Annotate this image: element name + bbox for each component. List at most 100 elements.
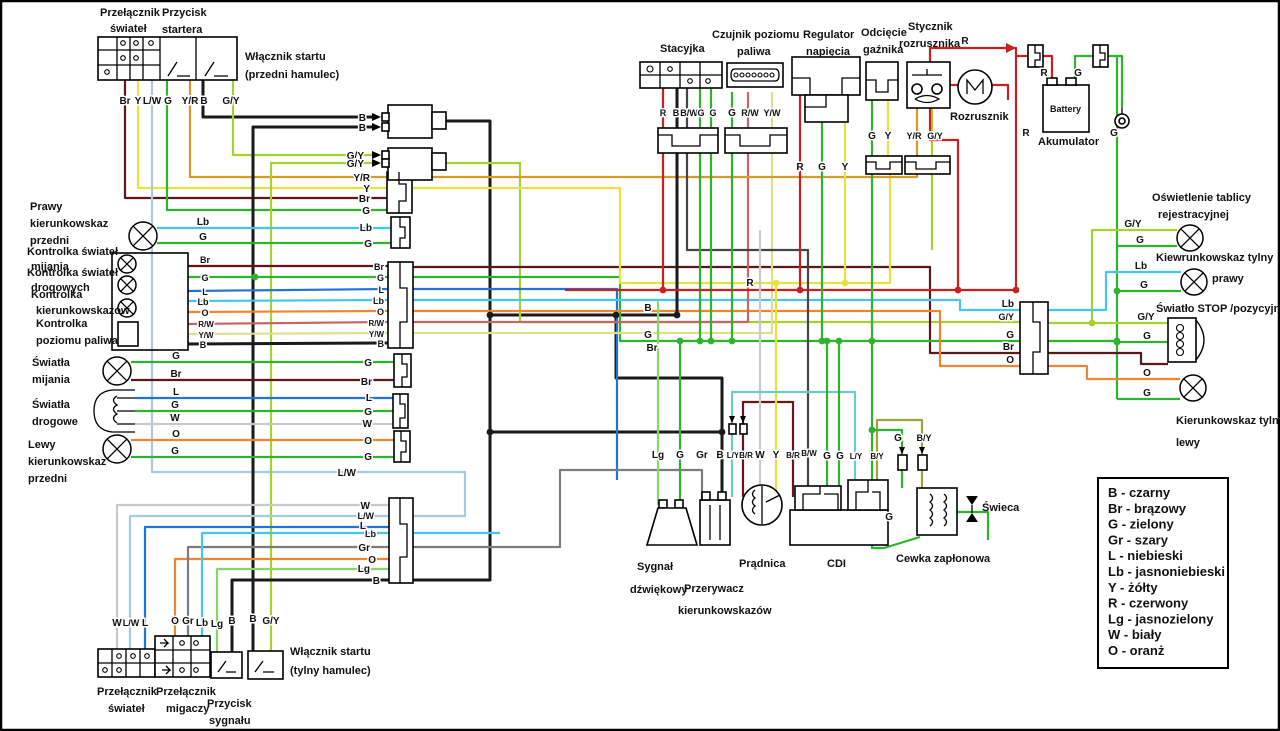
component-label-31: drogowych (31, 282, 90, 294)
wire-yw-45 (413, 92, 774, 335)
cdi-connector-1 (794, 485, 842, 511)
component-label-33: kierunkowskazów (36, 305, 130, 317)
symbol-path-33 (1099, 45, 1106, 67)
wire-b-5 (201, 80, 372, 119)
wire-label-67: B (673, 108, 680, 118)
bulb-cross-4 (120, 278, 134, 292)
junction-dot-24 (1113, 337, 1121, 345)
glyph-5 (740, 416, 746, 423)
wire-label-65: G/Y (222, 96, 240, 107)
symbol-path-1 (167, 61, 228, 77)
wire-label-83: G (1074, 68, 1082, 79)
wire-label-109: Br (359, 194, 370, 205)
junction-dot-21 (1088, 319, 1096, 327)
contact-dot-12 (193, 640, 199, 646)
gen-bullet-1 (728, 423, 737, 435)
legend-item-4: L - niebieski (1108, 548, 1183, 563)
wire-label-173: B/W (801, 449, 817, 458)
contact-dot-20 (739, 72, 745, 78)
junction-dot-17 (835, 337, 843, 345)
wire-label-136: B (373, 576, 380, 587)
wire-r-67 (992, 83, 1010, 100)
wire-label-155: L/W (123, 618, 140, 628)
wire-label-99: G/Y (1137, 312, 1155, 323)
bulb-cross-0 (132, 225, 154, 247)
wire-yw-22 (187, 331, 389, 336)
junction-dot-7 (796, 286, 804, 294)
component-label-48: sygnału (209, 715, 251, 727)
glyph-6 (899, 447, 905, 454)
junction-dot-12 (707, 337, 715, 345)
junction-dot-18 (868, 426, 876, 434)
wire-label-108: Y (363, 184, 370, 195)
wire-label-88: Br (646, 343, 657, 354)
wire-br-0 (123, 80, 387, 200)
component-label-51: Sygnał (637, 561, 673, 573)
wire-w-31 (115, 503, 389, 651)
glyph-1 (372, 123, 381, 131)
wire-label-119: Y/W (369, 330, 385, 339)
wire-label-160: Lg (211, 619, 223, 630)
wire-label-78: Y (885, 131, 892, 142)
wire-label-166: Gr (696, 450, 708, 461)
wire-label-100: G (1143, 331, 1151, 342)
starter-motor (957, 69, 993, 105)
junction-dot-5 (486, 428, 494, 436)
contact-dot-25 (769, 72, 775, 78)
component-label-27: przedni (30, 235, 69, 247)
legend-item-10: O - oranż (1108, 643, 1165, 658)
contact-dot-17 (687, 78, 693, 84)
wire-label-180: G (885, 512, 893, 523)
component-label-46: migaczy (166, 703, 210, 715)
wire-g-73 (1108, 54, 1124, 108)
contact-dot-10 (116, 667, 122, 673)
wire-label-118: R/W (368, 319, 384, 328)
symbol-path-20 (802, 480, 881, 510)
wire-r-69 (928, 108, 960, 290)
recv-3 (381, 150, 390, 160)
wire-label-149: L (173, 387, 179, 398)
symbol-path-21 (709, 505, 721, 540)
wire-label-123: L (366, 393, 372, 404)
legend-item-9: W - biały (1108, 627, 1162, 642)
component-label-28: Kontrolka świateł (27, 246, 118, 258)
bullet-out-2 (431, 152, 447, 171)
wire-o-85 (1048, 364, 1180, 381)
symbol-path-25 (1195, 319, 1205, 361)
wire-label-163: G/Y (262, 616, 280, 627)
wire-g-97 (957, 510, 990, 540)
wire-label-167: B (716, 450, 723, 461)
wire-g-3 (165, 80, 387, 212)
wire-label-87: G (644, 330, 652, 341)
wire-label-68: B/W (680, 108, 698, 118)
wire-label-62: G (164, 96, 172, 107)
wire-label-120: B (378, 339, 385, 349)
wire-gy-6 (231, 80, 372, 157)
wire-label-131: L (360, 521, 366, 532)
wire-o-20 (187, 309, 389, 314)
wire-label-153: G (171, 446, 179, 457)
wire-gr-49 (413, 468, 704, 549)
symbol-path-4 (966, 78, 984, 94)
wire-label-79: Y/R (906, 131, 922, 141)
symbol-path-15 (1032, 302, 1041, 374)
wire-label-77: G (868, 131, 876, 142)
wire-label-112: G (364, 239, 372, 250)
symbol-path-30 (217, 660, 236, 673)
wire-label-64: B (200, 96, 207, 107)
component-label-0: Przełącznik (100, 7, 161, 19)
wire-label-168: L/Y (727, 451, 740, 460)
symbol-path-11 (401, 354, 408, 387)
symbol-path-14 (399, 498, 408, 583)
wire-label-128: L/W (338, 468, 357, 479)
component-label-11: Odcięcie (861, 27, 907, 39)
component-label-7: Czujnik poziomu (712, 29, 799, 41)
junction-dot-8 (954, 286, 962, 294)
wire-label-60: Y (135, 96, 142, 107)
flasher-term-2 (717, 491, 727, 501)
component-label-6: Stacyjka (660, 43, 706, 55)
wire-rw-21 (187, 320, 389, 326)
wire-lg-37 (215, 567, 389, 654)
wire-lb-36 (200, 531, 389, 638)
